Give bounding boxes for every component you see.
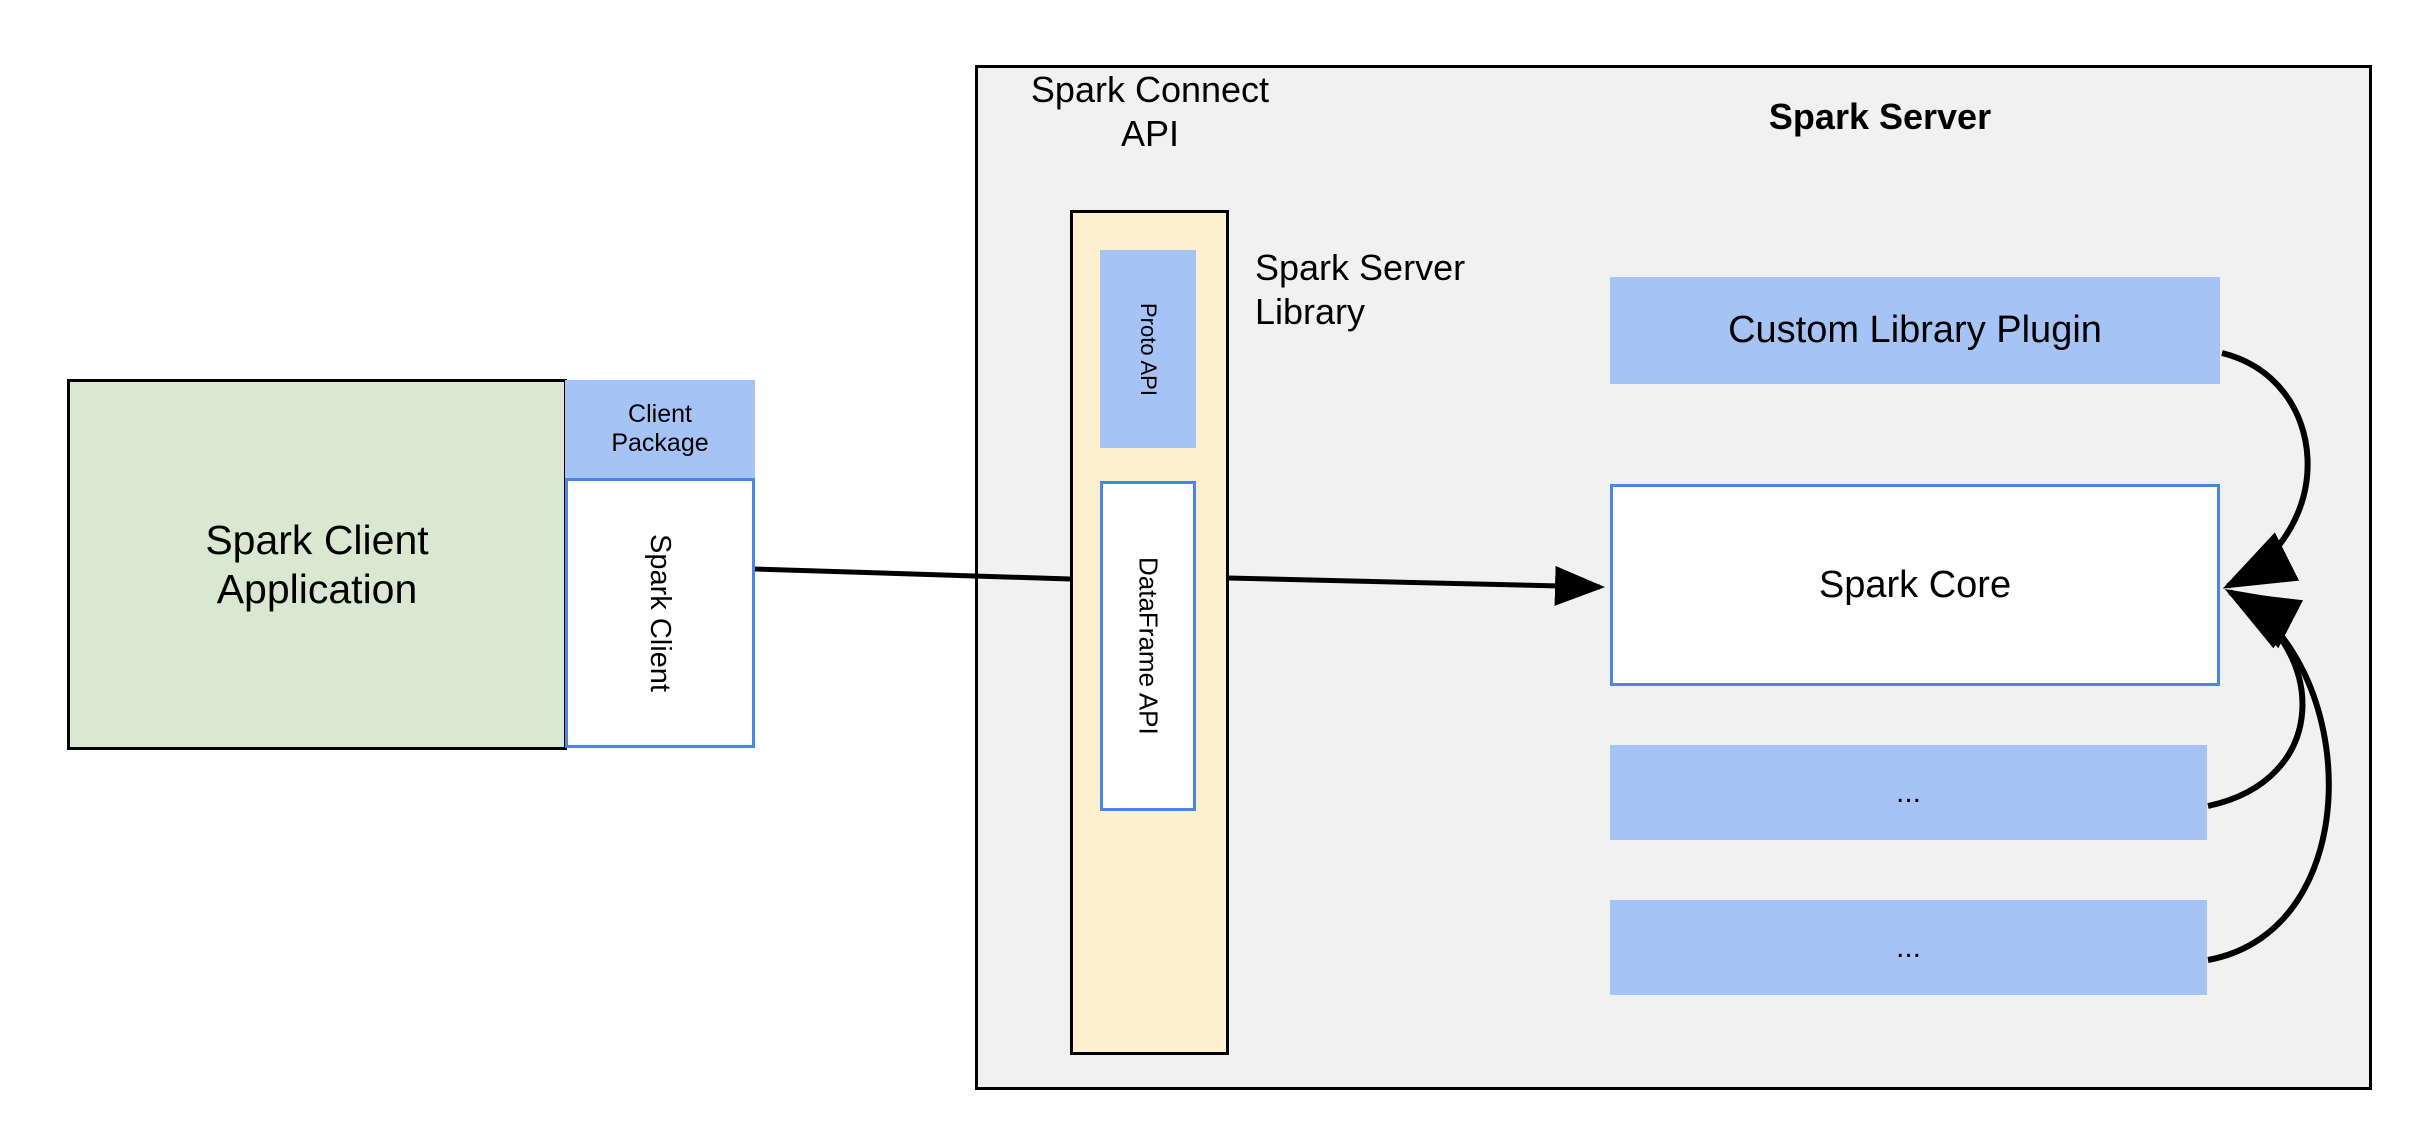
spark-core-label: Spark Core	[1818, 563, 2012, 606]
spark-client-application-line2: Application	[216, 565, 418, 612]
custom-library-plugin-label: Custom Library Plugin	[1728, 309, 2102, 352]
proto-api-label: Proto API	[1135, 302, 1161, 396]
proto-api-box: Proto API	[1100, 250, 1196, 448]
spark-connect-api-label: Spark Connect API	[1000, 68, 1300, 156]
custom-library-plugin-box: Custom Library Plugin	[1610, 277, 2220, 384]
spark-client-box: Spark Client	[565, 478, 755, 748]
spark-server-library-label: Spark Server Library	[1255, 246, 1555, 334]
spark-core-box: Spark Core	[1610, 484, 2220, 686]
ellipsis-box-1-label: ...	[1895, 775, 1921, 809]
spark-connect-api-line2: API	[1120, 112, 1180, 154]
ellipsis-box-1: ...	[1610, 745, 2207, 840]
spark-server-library-line2: Library	[1255, 290, 1366, 332]
spark-server-title: Spark Server	[1768, 96, 1992, 137]
ellipsis-box-2-label: ...	[1895, 930, 1921, 964]
spark-connect-api-line1: Spark Connect	[1030, 69, 1270, 110]
spark-client-application-line1: Spark Client	[205, 517, 429, 564]
spark-client-application-label: Spark Client Application	[195, 516, 438, 613]
dataframe-api-box: DataFrame API	[1100, 481, 1196, 811]
client-package-line1: Client	[628, 399, 692, 428]
client-package-box: Client Package	[565, 380, 755, 478]
spark-client-label: Spark Client	[644, 534, 677, 692]
client-package-line2: Package	[611, 429, 709, 457]
dataframe-api-label: DataFrame API	[1133, 557, 1164, 735]
spark-client-application-box: Spark Client Application	[67, 379, 567, 750]
spark-server-library-line1: Spark Server	[1255, 247, 1466, 288]
client-package-label: Client Package	[611, 400, 708, 459]
ellipsis-box-2: ...	[1610, 900, 2207, 995]
